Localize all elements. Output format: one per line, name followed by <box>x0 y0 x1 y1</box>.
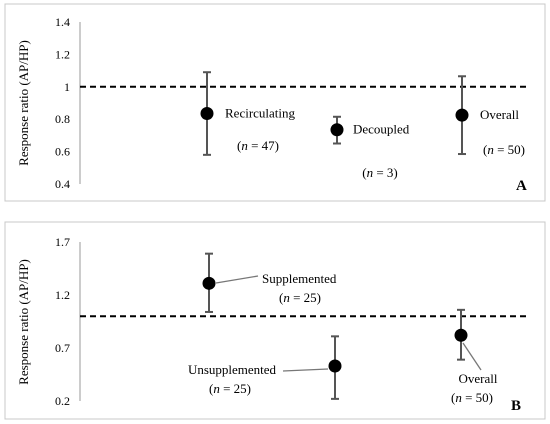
panel-a-tick-label: 1.4 <box>55 15 70 29</box>
point-n-label: (n = 47) <box>237 138 279 153</box>
mean-point <box>330 123 344 137</box>
point-label: Overall <box>480 107 519 122</box>
panel-b-tick-label: 1.7 <box>55 235 70 249</box>
leader-line <box>282 368 329 372</box>
panel-b-label: B <box>511 398 521 414</box>
point-n-label: (n = 25) <box>209 381 251 396</box>
leader-line <box>215 275 259 284</box>
panel-a-tick-label: 1.2 <box>55 47 70 61</box>
point-label: Decoupled <box>353 122 410 137</box>
panel-b: Response ratio (AP/HP) 1.7 1.2 0.7 0.2 Supp… <box>4 221 546 420</box>
panel-b-points: Supplemented (n = 25) Unsupplemented (n = 2… <box>188 252 498 405</box>
mean-point <box>454 328 468 342</box>
data-point-group: Overall (n = 50) <box>455 75 525 157</box>
mean-point <box>455 108 469 122</box>
point-label: Overall <box>459 371 498 386</box>
mean-point <box>328 359 342 373</box>
point-n-label: (n = 25) <box>279 290 321 305</box>
panel-a: Response ratio (AP/HP) 1.41.210.80.60.4 … <box>4 3 546 202</box>
panel-b-frame <box>4 221 546 420</box>
point-label: Supplemented <box>262 271 337 286</box>
data-point-group: Overall (n = 50) <box>451 308 498 405</box>
point-n-label: (n = 50) <box>451 390 493 405</box>
data-point-group: Supplemented (n = 25) <box>202 252 337 313</box>
panel-a-tick-labels: 1.4 1.2 1 0.8 0.6 0.4 <box>55 15 70 191</box>
mean-point <box>200 107 214 121</box>
panel-a-points: Recirculating (n = 47) Decoupled (n = 3) Ove… <box>200 71 525 180</box>
panel-b-tick-label: 0.2 <box>55 394 70 408</box>
data-point-group: Unsupplemented (n = 25) <box>188 335 342 400</box>
point-label: Recirculating <box>225 106 296 121</box>
panel-a-y-axis-label: Response ratio (AP/HP) <box>16 40 31 166</box>
point-n-label: (n = 50) <box>483 142 525 157</box>
panel-b-tick-label: 0.7 <box>55 341 70 355</box>
leader-line <box>462 342 482 371</box>
panel-a-tick-label: 1 <box>64 80 70 94</box>
panel-b-y-axis-label: Response ratio (AP/HP) <box>16 259 31 385</box>
point-n-label: (n = 3) <box>362 165 398 180</box>
data-point-group: Decoupled (n = 3) <box>330 115 410 180</box>
panel-a-tick-label: 0.4 <box>55 177 70 191</box>
mean-point <box>202 276 216 290</box>
panel-a-tick-label: 0.6 <box>55 145 70 159</box>
panel-b-tick-label: 1.2 <box>55 288 70 302</box>
panel-a-label: A <box>516 178 527 194</box>
panel-b-tick-labels: 1.7 1.2 0.7 0.2 <box>55 235 70 408</box>
panel-a-frame <box>4 3 546 202</box>
data-point-group: Recirculating (n = 47) <box>200 71 296 156</box>
panel-b-leader-lines <box>215 275 482 372</box>
panel-a-tick-label: 0.8 <box>55 112 70 126</box>
point-label: Unsupplemented <box>188 362 277 377</box>
